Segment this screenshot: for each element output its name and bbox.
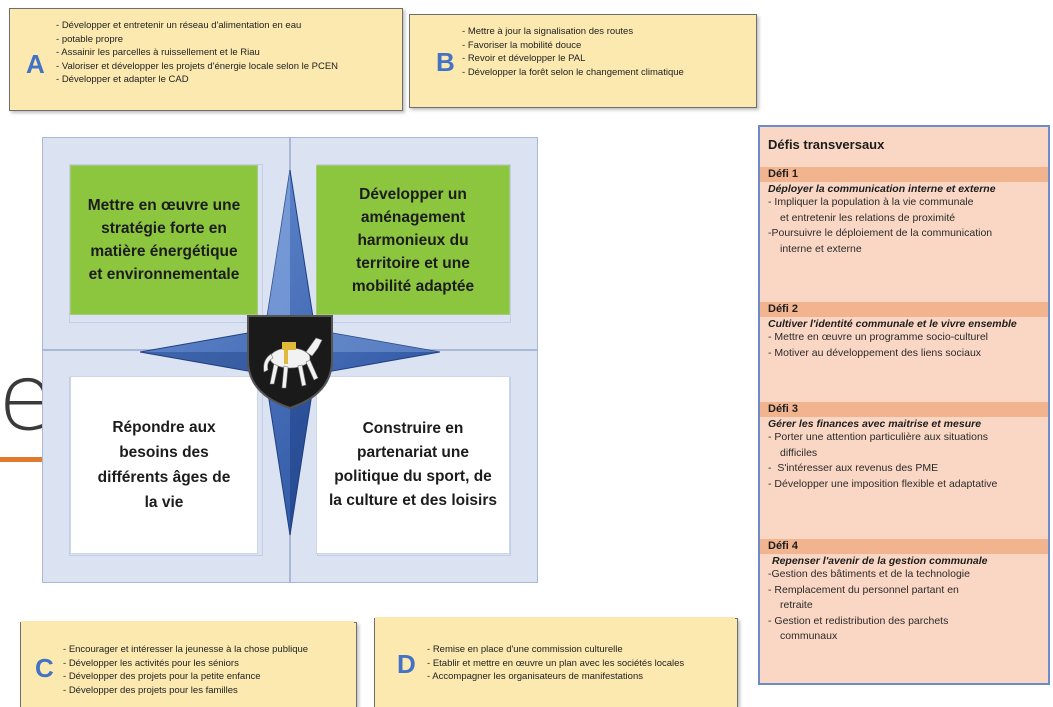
quadrant-bottom-left: Répondre aux besoins des différents âges… xyxy=(70,376,258,554)
callout-d-join xyxy=(375,617,735,620)
quadrant-top-left-text: Mettre en œuvre une stratégie forte en m… xyxy=(87,197,241,283)
transversal-challenges-panel: Défis transversaux Défi 1 Déployer la co… xyxy=(758,125,1050,685)
list-item: Développer et entretenir un réseau d'ali… xyxy=(56,19,338,33)
callout-b: B Mettre à jour la signalisation des rou… xyxy=(409,14,757,108)
callout-d-list: Remise en place d'une commission culture… xyxy=(427,643,684,684)
list-item: Etablir et mettre en œuvre un plan avec … xyxy=(427,657,684,671)
defi-heading: Défi 3 xyxy=(760,402,1048,417)
quadrant-top-left: Mettre en œuvre une stratégie forte en m… xyxy=(70,165,258,315)
defi-heading: Défi 1 xyxy=(760,167,1048,182)
defi-subtitle: Repenser l'avenir de la gestion communal… xyxy=(772,555,988,567)
callout-b-letter: B xyxy=(436,47,455,77)
list-item: - Développer une imposition flexible et … xyxy=(768,477,998,490)
list-item: - S'intéresser aux revenus des PME xyxy=(768,462,939,474)
list-item: Développer des projets pour la petite en… xyxy=(63,670,308,684)
list-item: Accompagner les organisateurs de manifes… xyxy=(427,670,684,684)
callout-c-letter: C xyxy=(35,653,54,683)
callout-a-list: Développer et entretenir un réseau d'ali… xyxy=(56,19,338,87)
list-item: Mettre à jour la signalisation des route… xyxy=(462,25,684,39)
list-item: Développer les activités pour les sénior… xyxy=(63,657,308,671)
quadrant-bottom-right: Construire en partenariat une politique … xyxy=(316,376,510,554)
list-item: Valoriser et développer les projets d'én… xyxy=(56,60,338,74)
list-item: Encourager et intéresser la jeunesse à l… xyxy=(63,643,308,657)
list-item: Développer des projets pour les familles xyxy=(63,684,308,698)
quadrant-bottom-right-text: Construire en partenariat une politique … xyxy=(329,420,497,509)
defi-subtitle: Gérer les finances avec maitrise et mesu… xyxy=(768,418,982,430)
defi-4: Défi 4 Repenser l'avenir de la gestion c… xyxy=(760,539,1048,645)
list-item: -Gestion des bâtiments et de la technolo… xyxy=(768,568,970,580)
callout-a-letter: A xyxy=(26,49,45,79)
list-item: Développer et adapter le CAD xyxy=(56,73,338,87)
quadrant-top-right-text: Développer un aménagement harmonieux du … xyxy=(351,185,475,295)
callout-d-letter: D xyxy=(397,649,416,679)
list-item: Revoir et développer le PAL xyxy=(462,52,684,66)
list-item: - Gestion et redistribution des parchets… xyxy=(768,614,949,643)
list-item: Favoriser la mobilité douce xyxy=(462,39,684,53)
callout-c: C Encourager et intéresser la jeunesse à… xyxy=(20,622,357,707)
defi-heading: Défi 4 xyxy=(760,539,1048,554)
quadrant-bottom-left-text: Répondre aux besoins des différents âges… xyxy=(97,419,231,511)
coat-of-arms-icon xyxy=(247,315,333,410)
list-item: -Poursuivre le déploiement de la communi… xyxy=(768,227,993,255)
list-item: Remise en place d'une commission culture… xyxy=(427,643,684,657)
defi-1: Défi 1 Déployer la communication interne… xyxy=(760,167,1048,257)
list-item: Développer la forêt selon le changement … xyxy=(462,66,684,80)
callout-c-list: Encourager et intéresser la jeunesse à l… xyxy=(63,643,308,697)
list-item: - Impliquer la population à la vie commu… xyxy=(768,196,974,224)
list-item: potable propre xyxy=(56,33,338,47)
callout-a: A Développer et entretenir un réseau d'a… xyxy=(9,8,403,111)
panel-title: Défis transversaux xyxy=(768,137,885,152)
list-item: - Mettre en œuvre un programme socio-cul… xyxy=(768,331,989,343)
list-item: Assainir les parcelles à ruissellement e… xyxy=(56,46,338,60)
defi-3: Défi 3 Gérer les finances avec maitrise … xyxy=(760,402,1048,492)
orange-accent-line xyxy=(0,457,72,462)
callout-c-join xyxy=(21,621,354,624)
defi-subtitle: Cultiver l'identité communale et le vivr… xyxy=(768,318,1017,330)
defi-subtitle: Déployer la communication interne et ext… xyxy=(768,183,996,195)
list-item: - Motiver au développement des liens soc… xyxy=(768,346,982,359)
list-item: - Porter une attention particulière aux … xyxy=(768,431,989,459)
callout-b-list: Mettre à jour la signalisation des route… xyxy=(462,25,684,79)
defi-2: Défi 2 Cultiver l'identité communale et … xyxy=(760,302,1048,361)
callout-d: D Remise en place d'une commission cultu… xyxy=(374,618,738,707)
quadrant-top-right: Développer un aménagement harmonieux du … xyxy=(316,165,510,315)
defi-heading: Défi 2 xyxy=(760,302,1048,317)
